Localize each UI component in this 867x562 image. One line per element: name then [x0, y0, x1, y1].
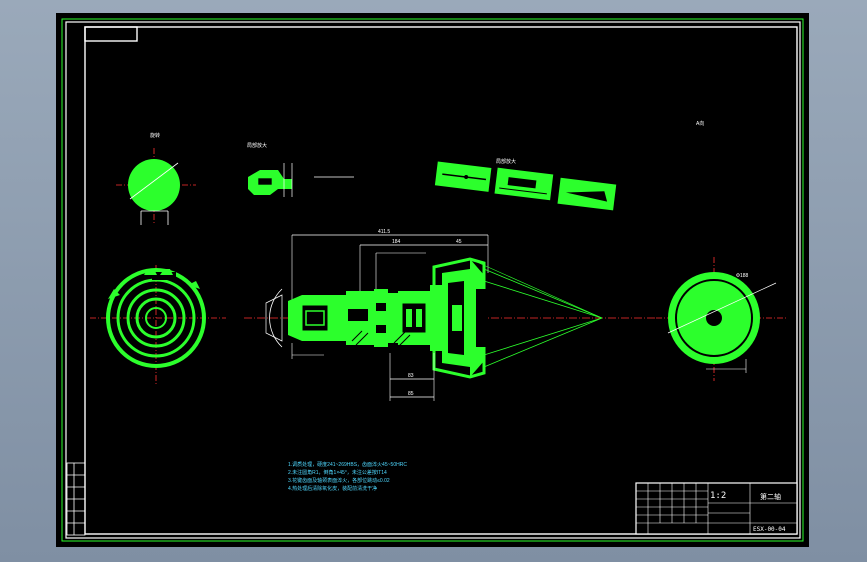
gear-end-view	[90, 265, 226, 385]
section-disc	[128, 159, 180, 211]
binding-strip	[66, 462, 86, 536]
dim-overall: 411.5	[378, 229, 390, 235]
spline-section-strips: 局部放大	[434, 158, 617, 211]
drawing-canvas: 旋转 局部放大 局部放大 A向	[61, 18, 804, 542]
rotated-section-view: 旋转	[116, 132, 196, 225]
note-line-2: 2.未注圆角R1，倒角1×45°，未注公差按IT14	[288, 469, 387, 476]
dim-lower-1: 83	[408, 373, 414, 379]
dim-lower-2: 85	[408, 391, 414, 397]
dim-upper-1: 184	[392, 239, 401, 245]
title-part-name: 第二轴	[760, 492, 781, 501]
dim-upper-2: 45	[456, 239, 462, 245]
title-block: 1:2 第二轴 ESX-00-04	[635, 482, 798, 535]
note-line-4: 4.热处理后清除氧化皮，装配前清洗干净	[288, 485, 377, 492]
rotated-view-label: 旋转	[150, 132, 160, 139]
corner-code-box	[84, 26, 138, 42]
detail-view-label: 局部放大	[247, 142, 267, 149]
cad-viewport[interactable]: 旋转 局部放大 局部放大 A向	[56, 13, 809, 547]
shaft-main-view: 411.5 184 45	[244, 229, 656, 401]
key-detail-view: 局部放大	[247, 142, 354, 197]
technical-notes: 1.调质处理，硬度241~269HBS，齿面淬火45~50HRC 2.未注圆角R…	[288, 461, 407, 492]
note-line-3: 3.花键齿面及轴颈表面淬火，各部位跳动≤0.02	[288, 477, 390, 484]
right-view-label: A向	[696, 120, 704, 127]
dim-right-dia: Φ188	[736, 273, 749, 279]
title-ratio: 1:2	[710, 491, 726, 501]
inner-frame	[65, 21, 801, 539]
flange-end-view: Φ188	[656, 257, 786, 381]
drawing-border	[84, 26, 798, 535]
note-line-1: 1.调质处理，硬度241~269HBS，齿面淬火45~50HRC	[288, 461, 407, 468]
title-drawing-no: ESX-00-04	[753, 526, 786, 533]
outer-frame	[61, 18, 804, 542]
section-view-label: 局部放大	[496, 158, 516, 165]
